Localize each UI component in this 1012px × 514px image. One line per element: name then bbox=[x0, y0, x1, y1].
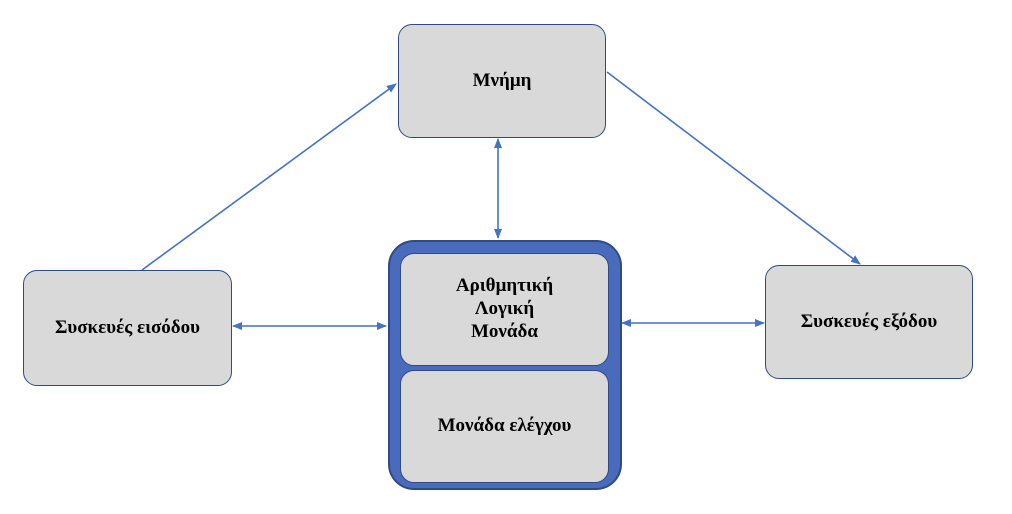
alu-label-line-1: Αριθμητική bbox=[455, 275, 554, 297]
input-devices-node: Συσκευές εισόδου bbox=[23, 270, 232, 386]
control-unit-node: Μονάδα ελέγχου bbox=[400, 370, 609, 483]
alu-label-line-3: Μονάδα bbox=[471, 320, 538, 342]
output-devices-node: Συσκευές εξόδου bbox=[765, 265, 973, 379]
output-devices-label: Συσκευές εξόδου bbox=[800, 310, 938, 332]
input-devices-label: Συσκευές εισόδου bbox=[54, 316, 201, 338]
alu-label-line-2: Λογική bbox=[474, 298, 535, 320]
memory-node: Μνήμη bbox=[398, 24, 606, 138]
memory-label: Μνήμη bbox=[472, 69, 532, 91]
arrow-input-to-memory bbox=[141, 83, 397, 271]
control-unit-label: Μονάδα ελέγχου bbox=[437, 415, 572, 437]
alu-node: Αριθμητική Λογική Μονάδα bbox=[400, 253, 609, 366]
arrow-memory-to-output bbox=[606, 71, 861, 265]
